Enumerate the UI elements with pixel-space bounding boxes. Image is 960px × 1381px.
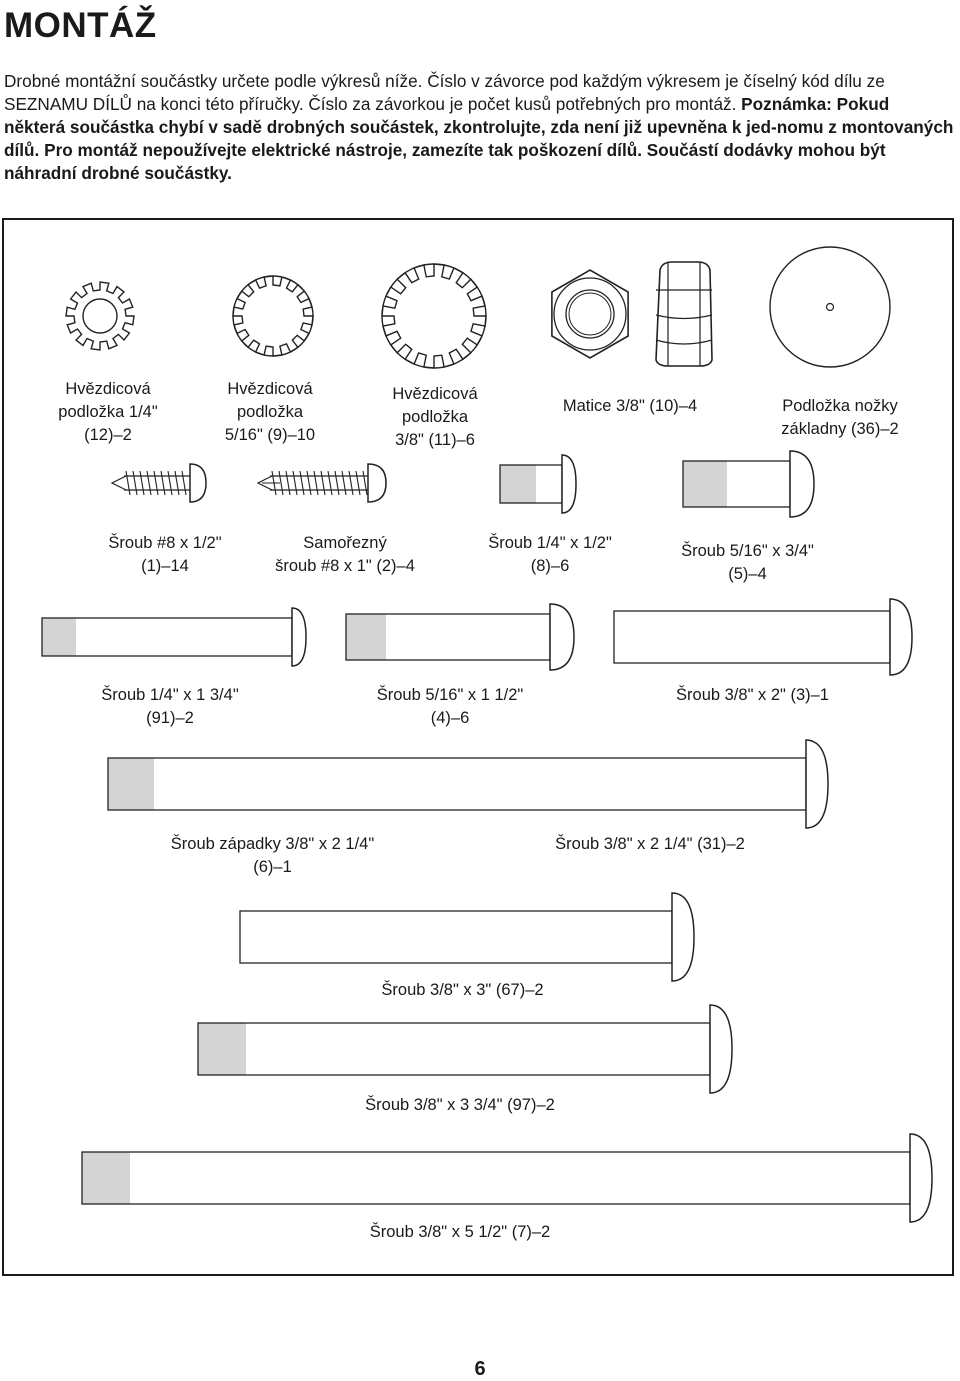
label-bolt-1-4-1-2: Šroub 1/4" x 1/2" (8)–6	[488, 534, 612, 575]
label-bolt-5-16-3-4: Šroub 5/16" x 3/4" (5)–4	[681, 542, 814, 583]
label-nut-3-8: Matice 3/8" (10)–4	[562, 397, 698, 415]
label-bolt-3-8-2: Šroub 3/8" x 2" (3)–1	[676, 686, 829, 704]
star-washer-5-16-drawing	[232, 275, 314, 357]
bolt-5-16-1-1-2-drawing	[345, 603, 575, 671]
label-foot-washer: Podložka nožky základny (36)–2	[781, 397, 899, 438]
screw-8-1-2-drawing	[110, 463, 207, 503]
page-number: 6	[474, 1358, 486, 1380]
bolt-3-8-2-1-4-drawing	[239, 892, 695, 982]
label-bolt-3-8-3-3-4: Šroub 3/8" x 3 3/4" (97)–2	[365, 1096, 555, 1114]
self-tapping-screw-drawing	[256, 463, 387, 503]
star-washer-1-4-drawing	[65, 281, 135, 351]
nut-side-drawing	[655, 261, 713, 367]
bolt-1-4-1-3-4-drawing	[41, 607, 307, 667]
star-washer-3-8-drawing	[381, 263, 487, 369]
label-bolt-3-8-5-1-2: Šroub 3/8" x 5 1/2" (7)–2	[369, 1223, 551, 1241]
label-bolt-3-8-2-1-4: Šroub 3/8" x 2 1/4" (31)–2	[555, 835, 745, 853]
bolt-1-4-1-2-drawing	[499, 454, 577, 514]
label-latch-bolt: Šroub západky 3/8" x 2 1/4" (6)–1	[170, 835, 375, 876]
bolt-5-16-3-4-drawing	[682, 450, 815, 518]
page-title: MONTÁŽ	[4, 6, 157, 45]
intro-note: Poznámka: Pokud některá součástka chybí …	[4, 94, 954, 183]
intro-text: Drobné montážní součástky určete podle v…	[4, 71, 885, 114]
foot-washer-drawing	[769, 246, 891, 368]
parts-frame	[2, 218, 954, 1276]
label-screw-8-1-2: Šroub #8 x 1/2" (1)–14	[108, 534, 222, 575]
label-star-washer-5-16: Hvězdicová podložka 5/16" (9)–10	[224, 380, 316, 444]
bolt-3-8-2-drawing	[613, 598, 913, 676]
latch-bolt-drawing	[107, 739, 829, 829]
label-self-tapping-screw: Samořezný šroub #8 x 1" (2)–4	[275, 534, 415, 575]
intro-paragraph: Drobné montážní součástky určete podle v…	[4, 70, 954, 185]
label-star-washer-3-8: Hvězdicová podložka 3/8" (11)–6	[392, 385, 478, 449]
label-bolt-5-16-1-1-2: Šroub 5/16" x 1 1/2" (4)–6	[376, 686, 524, 727]
nut-top-drawing	[551, 269, 629, 359]
label-star-washer-1-4: Hvězdicová podložka 1/4" (12)–2	[58, 380, 158, 444]
bolt-3-8-3-drawing	[197, 1004, 733, 1094]
bolt-3-8-3-3-4-drawing	[81, 1133, 933, 1223]
label-bolt-3-8-3: Šroub 3/8" x 3" (67)–2	[381, 981, 544, 999]
label-bolt-1-4-1-3-4: Šroub 1/4" x 1 3/4" (91)–2	[101, 686, 239, 727]
